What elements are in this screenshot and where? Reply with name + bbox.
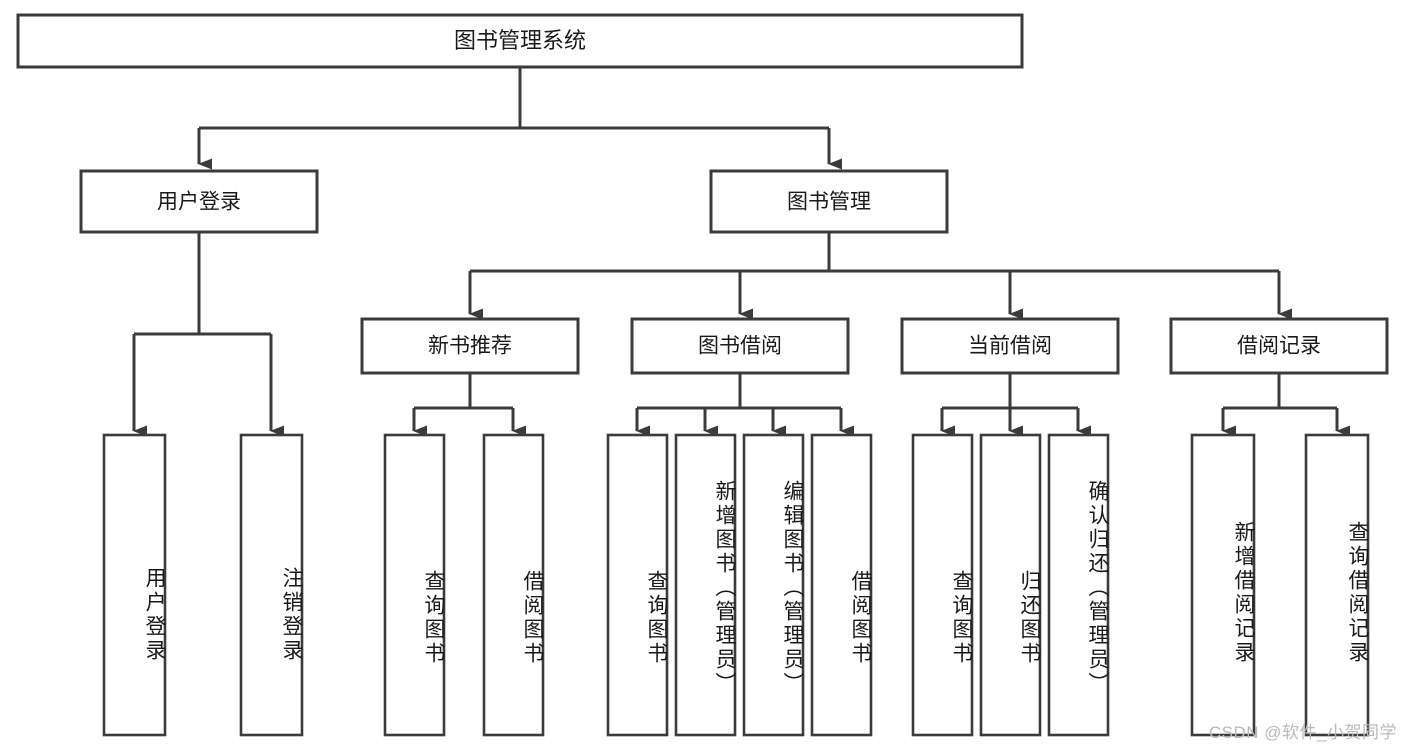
node-root-label: 图书管理系统 [454, 28, 586, 53]
leaf-box-br-1[interactable] [1190, 433, 1256, 737]
node-current-borrow-box [900, 317, 1120, 375]
node-book-borrow-box [630, 317, 850, 375]
node-book-borrow-label: 图书借阅 [698, 335, 782, 358]
leaf-box-cb-1[interactable] [911, 433, 974, 737]
leaf-box-cb-2[interactable] [979, 433, 1042, 737]
leaf-box-cb-3[interactable] [1047, 433, 1110, 737]
node-borrow-record-box [1169, 317, 1389, 375]
leaf-box-nbr-2[interactable] [482, 433, 545, 737]
leaf-box-bb-4[interactable] [810, 433, 873, 737]
leaf-box-nbr-1[interactable] [383, 433, 446, 737]
leaf-box-user-login-2[interactable] [239, 433, 304, 737]
node-new-book-recommend-box [360, 317, 580, 375]
node-user-login-label: 用户登录 [157, 191, 241, 214]
node-root[interactable]: 图书管理系统 [16, 13, 1024, 69]
node-book-management-box [709, 169, 949, 234]
leaf-box-bb-1[interactable] [606, 433, 669, 737]
node-borrow-record-label: 借阅记录 [1237, 335, 1321, 358]
node-new-book-recommend-label: 新书推荐 [428, 335, 512, 358]
node-current-borrow[interactable]: 当前借阅 [900, 317, 1120, 375]
watermark: CSDN @软件_小贺同学 [1208, 723, 1397, 742]
leaf-box-bb-2[interactable] [674, 433, 737, 737]
node-book-management[interactable]: 图书管理 [709, 169, 949, 234]
node-borrow-record[interactable]: 借阅记录 [1169, 317, 1389, 375]
leaf-box-user-login-1[interactable] [102, 433, 167, 737]
node-root-box [16, 13, 1024, 69]
node-current-borrow-label: 当前借阅 [968, 335, 1052, 358]
node-book-borrow[interactable]: 图书借阅 [630, 317, 850, 375]
node-book-management-label: 图书管理 [787, 191, 871, 214]
node-user-login[interactable]: 用户登录 [79, 169, 319, 234]
leaf-box-bb-3[interactable] [742, 433, 805, 737]
leaf-box-br-2[interactable] [1304, 433, 1370, 737]
node-new-book-recommend[interactable]: 新书推荐 [360, 317, 580, 375]
